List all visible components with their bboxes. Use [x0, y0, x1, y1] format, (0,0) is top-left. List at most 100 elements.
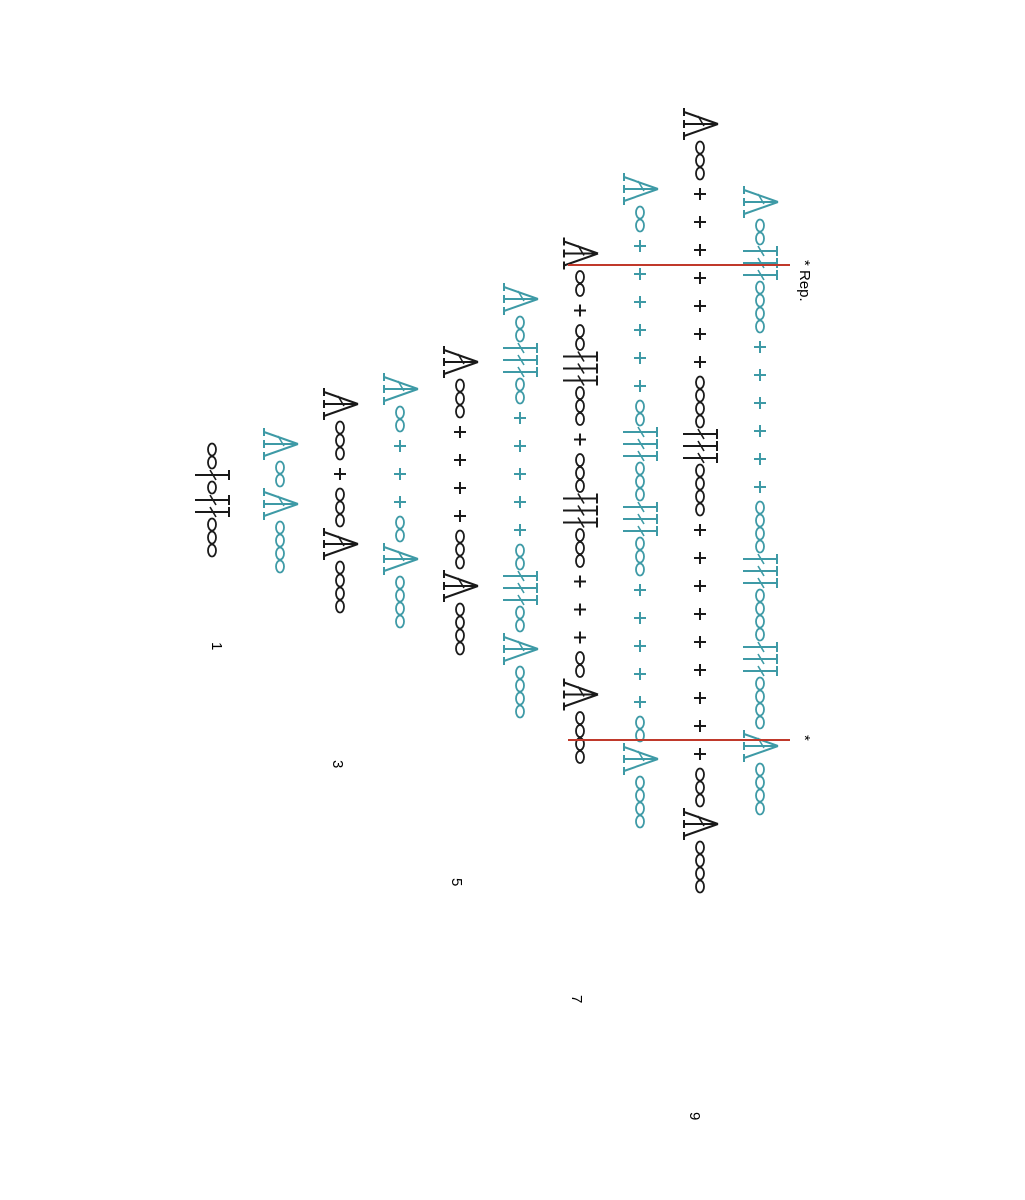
- group-stem: [623, 746, 659, 760]
- group-stem: [323, 403, 359, 417]
- corner-turning-group: [323, 528, 359, 560]
- chain-stitch: [755, 788, 765, 803]
- double-crochet-bar: [637, 525, 645, 537]
- chain-stitch: [755, 513, 765, 528]
- group-stem: [563, 681, 599, 696]
- single-crochet: [694, 300, 706, 312]
- chain-stitch: [335, 599, 345, 614]
- chain-stitch: [455, 555, 465, 570]
- corner-turning-group: [503, 283, 539, 315]
- double-crochet: [503, 354, 538, 366]
- chain-stitch: [575, 466, 585, 480]
- single-crochet: [694, 328, 706, 340]
- double-crochet: [503, 342, 538, 354]
- chain-stitch: [695, 153, 705, 168]
- double-crochet-bar: [517, 354, 525, 366]
- chain-stitch: [755, 539, 765, 554]
- single-crochet: [394, 496, 406, 508]
- single-crochet: [694, 272, 706, 284]
- single-crochet: [334, 468, 346, 480]
- repeat-mark-start: *: [796, 735, 813, 741]
- chain-stitch: [635, 775, 645, 790]
- group-stem: [383, 388, 419, 402]
- double-crochet: [743, 641, 778, 653]
- double-crochet: [503, 594, 538, 606]
- double-crochet-bar: [637, 513, 645, 525]
- group-bar: [697, 815, 705, 827]
- chain-stitch: [635, 715, 645, 730]
- single-crochet: [454, 426, 466, 438]
- chain-stitch: [695, 463, 705, 478]
- single-crochet: [634, 268, 646, 280]
- chain-stitch: [695, 140, 705, 155]
- double-crochet-bar: [757, 641, 765, 653]
- single-crochet: [694, 636, 706, 648]
- double-crochet: [623, 438, 658, 450]
- double-crochet-bar: [637, 426, 645, 438]
- double-crochet: [743, 553, 778, 565]
- group-stem: [443, 349, 479, 363]
- chain-stitch: [635, 205, 645, 220]
- group-stem: [623, 188, 659, 202]
- double-crochet: [195, 469, 230, 481]
- chain-stitch: [635, 461, 645, 476]
- row-label-3: 3: [329, 760, 346, 768]
- single-crochet: [634, 352, 646, 364]
- double-crochet-bar: [757, 257, 765, 269]
- chain-stitch: [695, 401, 705, 416]
- single-crochet: [454, 482, 466, 494]
- chain-stitch: [695, 793, 705, 808]
- group-stem: [503, 298, 539, 312]
- group-bar: [697, 115, 705, 127]
- chain-stitch: [515, 377, 525, 392]
- double-crochet-bar: [637, 501, 645, 513]
- chain-stitch: [755, 306, 765, 321]
- double-crochet-bar: [577, 505, 585, 516]
- single-crochet: [514, 412, 526, 424]
- chain-stitch: [335, 573, 345, 588]
- group-stem: [263, 443, 299, 457]
- chain-stitch: [575, 479, 585, 493]
- single-crochet: [694, 244, 706, 256]
- group-stem: [443, 585, 479, 599]
- chain-stitch: [335, 487, 345, 502]
- double-crochet: [563, 375, 598, 386]
- double-crochet-bar: [577, 517, 585, 528]
- chain-stitch: [575, 711, 585, 725]
- double-crochet-bar: [697, 428, 705, 440]
- double-crochet-bar: [517, 594, 525, 606]
- group-stem: [443, 573, 479, 587]
- chain-stitch: [695, 840, 705, 855]
- chain-stitch: [207, 455, 217, 470]
- chain-stitch: [515, 556, 525, 571]
- double-crochet-bar: [637, 450, 645, 462]
- single-crochet: [754, 453, 766, 465]
- double-crochet: [743, 577, 778, 589]
- single-crochet: [514, 524, 526, 536]
- chain-stitch: [755, 801, 765, 816]
- single-crochet: [574, 575, 586, 588]
- group-bar: [397, 550, 405, 562]
- chain-stitch: [755, 218, 765, 233]
- chain-stitch: [575, 386, 585, 400]
- single-crochet: [574, 603, 586, 616]
- chain-stitch: [575, 283, 585, 297]
- group-stem: [263, 503, 299, 517]
- chain-stitch: [335, 513, 345, 528]
- single-crochet: [694, 552, 706, 564]
- single-crochet: [634, 240, 646, 252]
- chain-stitch: [575, 453, 585, 467]
- chain-stitch: [455, 404, 465, 419]
- corner-turning-group: [263, 488, 299, 520]
- double-crochet: [623, 513, 658, 525]
- group-stem: [683, 823, 719, 837]
- chain-stitch: [207, 517, 217, 532]
- chain-stitch: [635, 412, 645, 427]
- chain-stitch: [515, 605, 525, 620]
- chain-stitch: [635, 801, 645, 816]
- chain-stitch: [755, 231, 765, 246]
- single-crochet: [634, 296, 646, 308]
- chain-stitch: [755, 614, 765, 629]
- group-stem: [743, 201, 779, 215]
